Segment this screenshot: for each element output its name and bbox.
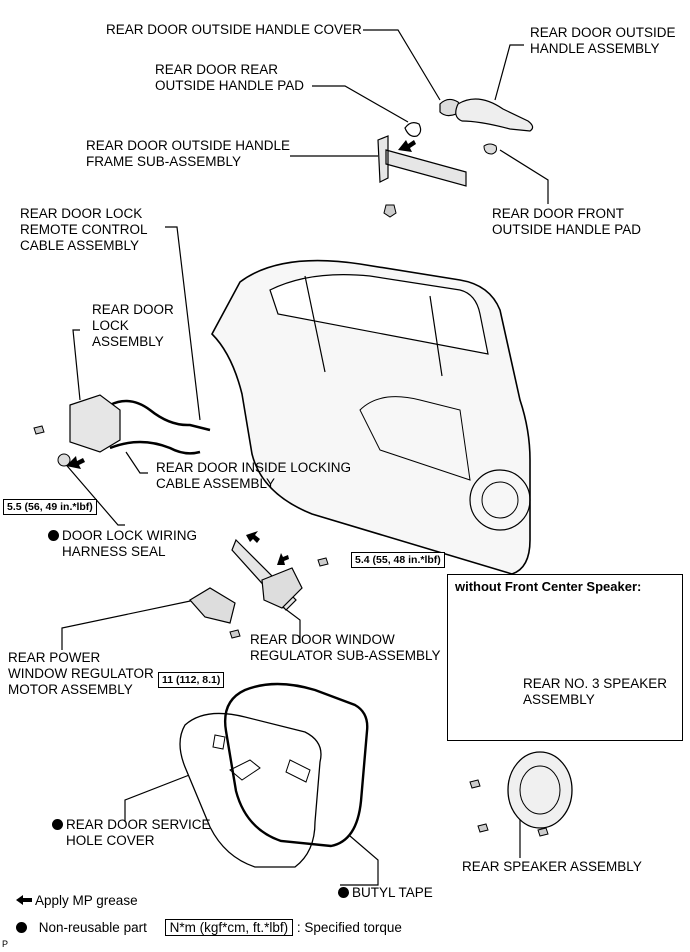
- non-reusable-dot-icon: [16, 922, 27, 933]
- torque-legend-box: N*m (kgf*cm, ft.*lbf): [164, 919, 294, 936]
- butyl-tape-shape: [224, 682, 369, 848]
- label-butyl-tape: BUTYL TAPE: [338, 885, 433, 901]
- grease-arrow-2: [66, 456, 85, 469]
- non-reusable-dot-icon: [338, 887, 349, 898]
- service-hole-cover-shape: [179, 712, 322, 868]
- remote-cable-shape: [109, 399, 211, 432]
- torque-lock: 5.5 (56, 49 in.*lbf): [3, 499, 97, 515]
- inside-cable-shape: [109, 440, 201, 455]
- label-outside-handle-assembly: REAR DOOR OUTSIDE HANDLE ASSEMBLY: [530, 25, 676, 56]
- rear-pad-shape: [404, 122, 422, 137]
- lock-assembly-shape: [69, 394, 121, 453]
- label-no3-speaker: REAR NO. 3 SPEAKER ASSEMBLY: [523, 676, 668, 707]
- legend-non-reusable: Non-reusable part N*m (kgf*cm, ft.*lbf) …: [16, 919, 402, 936]
- regulator-bolt-1: [317, 557, 329, 567]
- motor-shape: [189, 587, 236, 624]
- handle-frame-shape: [377, 135, 467, 187]
- grease-arrow-4: [277, 553, 289, 565]
- label-window-regulator-motor: REAR POWER WINDOW REGULATOR MOTOR ASSEMB…: [8, 650, 154, 697]
- label-wiring-harness-seal: DOOR LOCK WIRING HARNESS SEAL: [48, 528, 197, 560]
- figure-id: P: [2, 939, 9, 949]
- torque-regulator-upper: 5.4 (55, 48 in.*lbf): [351, 552, 445, 568]
- label-inside-locking-cable: REAR DOOR INSIDE LOCKING CABLE ASSEMBLY: [156, 460, 352, 491]
- legend-grease: Apply MP grease: [16, 893, 138, 908]
- harness-seal-shape: [57, 453, 71, 467]
- non-reusable-dot-icon: [48, 530, 59, 541]
- non-reusable-dot-icon: [52, 819, 63, 830]
- outside-handle-shape: [455, 98, 534, 132]
- grease-arrow-1: [398, 140, 416, 152]
- speaker-screw-2: [477, 823, 489, 833]
- grease-arrow-3: [246, 531, 260, 543]
- label-rear-outside-handle-pad: REAR DOOR REAR OUTSIDE HANDLE PAD: [155, 62, 305, 93]
- frame-bolt-shape: [383, 204, 397, 218]
- label-door-lock-assembly: REAR DOOR LOCK ASSEMBLY: [92, 302, 174, 349]
- grease-arrow-icon: [16, 895, 32, 905]
- label-outside-handle-cover: REAR DOOR OUTSIDE HANDLE COVER: [106, 22, 362, 37]
- speaker-screw-1: [469, 779, 481, 789]
- lock-screw-shape: [33, 425, 45, 435]
- inset-title: without Front Center Speaker:: [455, 579, 642, 594]
- label-window-regulator: REAR DOOR WINDOW REGULATOR SUB-ASSEMBLY: [250, 632, 441, 663]
- label-remote-control-cable: REAR DOOR LOCK REMOTE CONTROL CABLE ASSE…: [20, 206, 148, 253]
- label-rear-speaker: REAR SPEAKER ASSEMBLY: [462, 859, 642, 874]
- front-pad-shape: [483, 143, 497, 155]
- label-service-hole-cover: REAR DOOR SERVICE HOLE COVER: [52, 817, 211, 849]
- speaker-screw-3: [537, 827, 549, 837]
- label-outside-handle-frame: REAR DOOR OUTSIDE HANDLE FRAME SUB-ASSEM…: [86, 138, 291, 169]
- torque-regulator-lower: 11 (112, 8.1): [158, 672, 225, 688]
- label-front-outside-handle-pad: REAR DOOR FRONT OUTSIDE HANDLE PAD: [492, 206, 642, 237]
- inset-no3-speaker: without Front Center Speaker:: [447, 574, 683, 741]
- rear-speaker-shape: [507, 751, 573, 829]
- regulator-bolt-2: [229, 629, 241, 639]
